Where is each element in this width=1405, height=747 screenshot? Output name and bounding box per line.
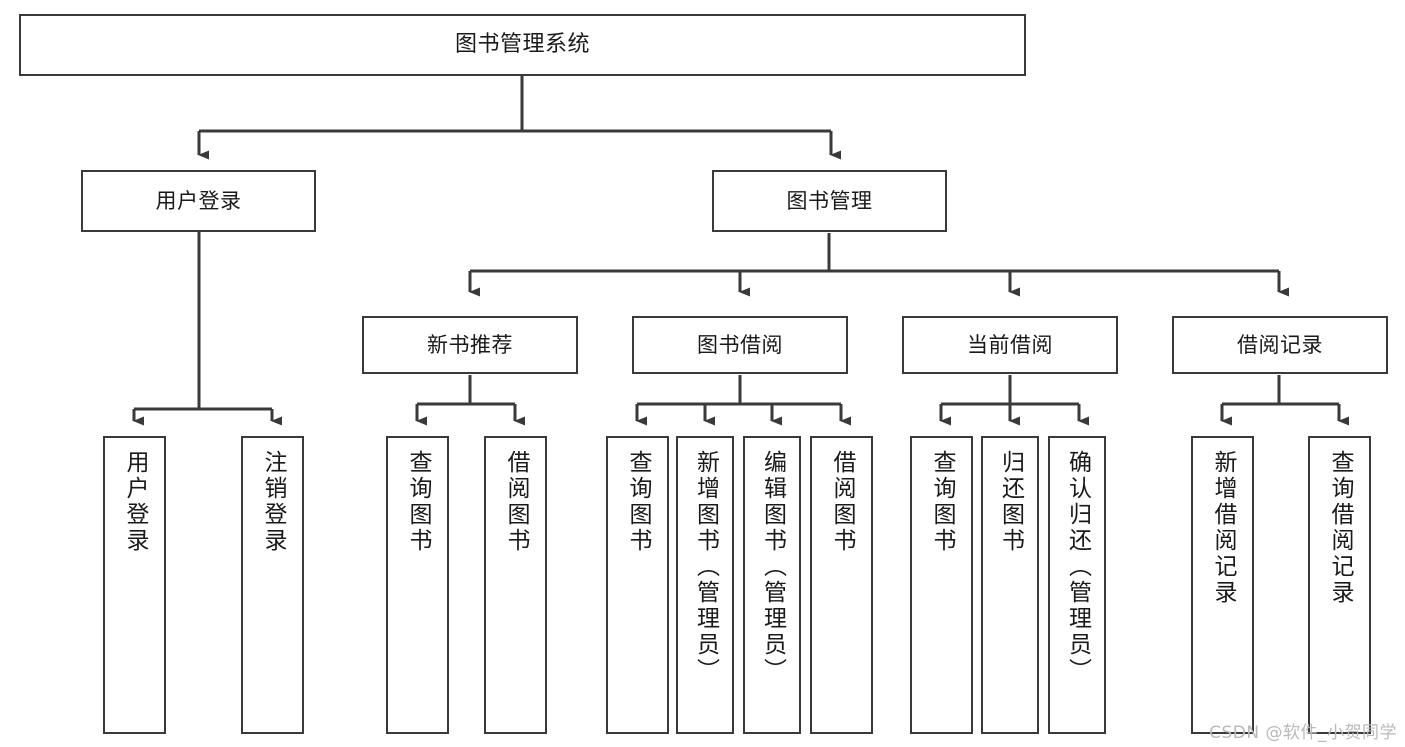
node-label: 新书推荐: [427, 332, 513, 357]
node-label: 用户登录: [122, 450, 148, 554]
node-label: 图书管理: [786, 188, 873, 213]
node-book-management[interactable]: 图书管理: [712, 170, 947, 232]
node-new-book-recommend[interactable]: 新书推荐: [362, 316, 578, 374]
node-leaf-query-borrow-record[interactable]: 查询借阅记录: [1308, 436, 1371, 734]
node-leaf-user-login[interactable]: 用户登录: [103, 436, 166, 734]
node-label: 新增借阅记录: [1210, 450, 1236, 606]
node-leaf-borrow-book-recommend[interactable]: 借阅图书: [484, 436, 547, 734]
node-label: 查询图书: [405, 450, 431, 554]
node-leaf-borrow-book[interactable]: 借阅图书: [810, 436, 873, 734]
node-label: 图书管理系统: [454, 32, 590, 58]
node-user-login[interactable]: 用户登录: [81, 170, 316, 232]
node-leaf-query-book-current[interactable]: 查询图书: [910, 436, 973, 734]
node-current-borrow[interactable]: 当前借阅: [902, 316, 1118, 374]
node-leaf-add-borrow-record[interactable]: 新增借阅记录: [1191, 436, 1254, 734]
node-label: 注销登录: [260, 450, 286, 554]
node-label: 图书借阅: [697, 332, 783, 357]
node-book-borrow[interactable]: 图书借阅: [632, 316, 848, 374]
node-leaf-query-book-recommend[interactable]: 查询图书: [386, 436, 449, 734]
node-leaf-confirm-return-admin[interactable]: 确认归还（管理员）: [1048, 436, 1106, 734]
node-label: 借阅记录: [1237, 332, 1323, 357]
node-label: 借阅图书: [829, 450, 855, 554]
node-leaf-return-book[interactable]: 归还图书: [981, 436, 1039, 734]
node-leaf-edit-book-admin[interactable]: 编辑图书（管理员）: [743, 436, 801, 734]
node-label: 归还图书: [997, 450, 1024, 554]
node-borrow-record[interactable]: 借阅记录: [1172, 316, 1388, 374]
node-label: 确认归还（管理员）: [1064, 450, 1091, 684]
node-label: 查询借阅记录: [1327, 450, 1353, 606]
node-leaf-logout[interactable]: 注销登录: [241, 436, 304, 734]
node-leaf-query-book-borrow[interactable]: 查询图书: [606, 436, 669, 734]
node-label: 查询图书: [929, 450, 955, 554]
node-root-book-management-system[interactable]: 图书管理系统: [19, 14, 1026, 76]
node-label: 编辑图书（管理员）: [759, 450, 786, 684]
watermark-text: CSDN @软件_小贺同学: [1209, 723, 1397, 743]
node-label: 用户登录: [155, 188, 242, 213]
node-label: 查询图书: [625, 450, 651, 554]
node-label: 当前借阅: [967, 332, 1053, 357]
node-label: 借阅图书: [503, 450, 529, 554]
node-label: 新增图书（管理员）: [692, 450, 719, 684]
node-leaf-add-book-admin[interactable]: 新增图书（管理员）: [676, 436, 734, 734]
